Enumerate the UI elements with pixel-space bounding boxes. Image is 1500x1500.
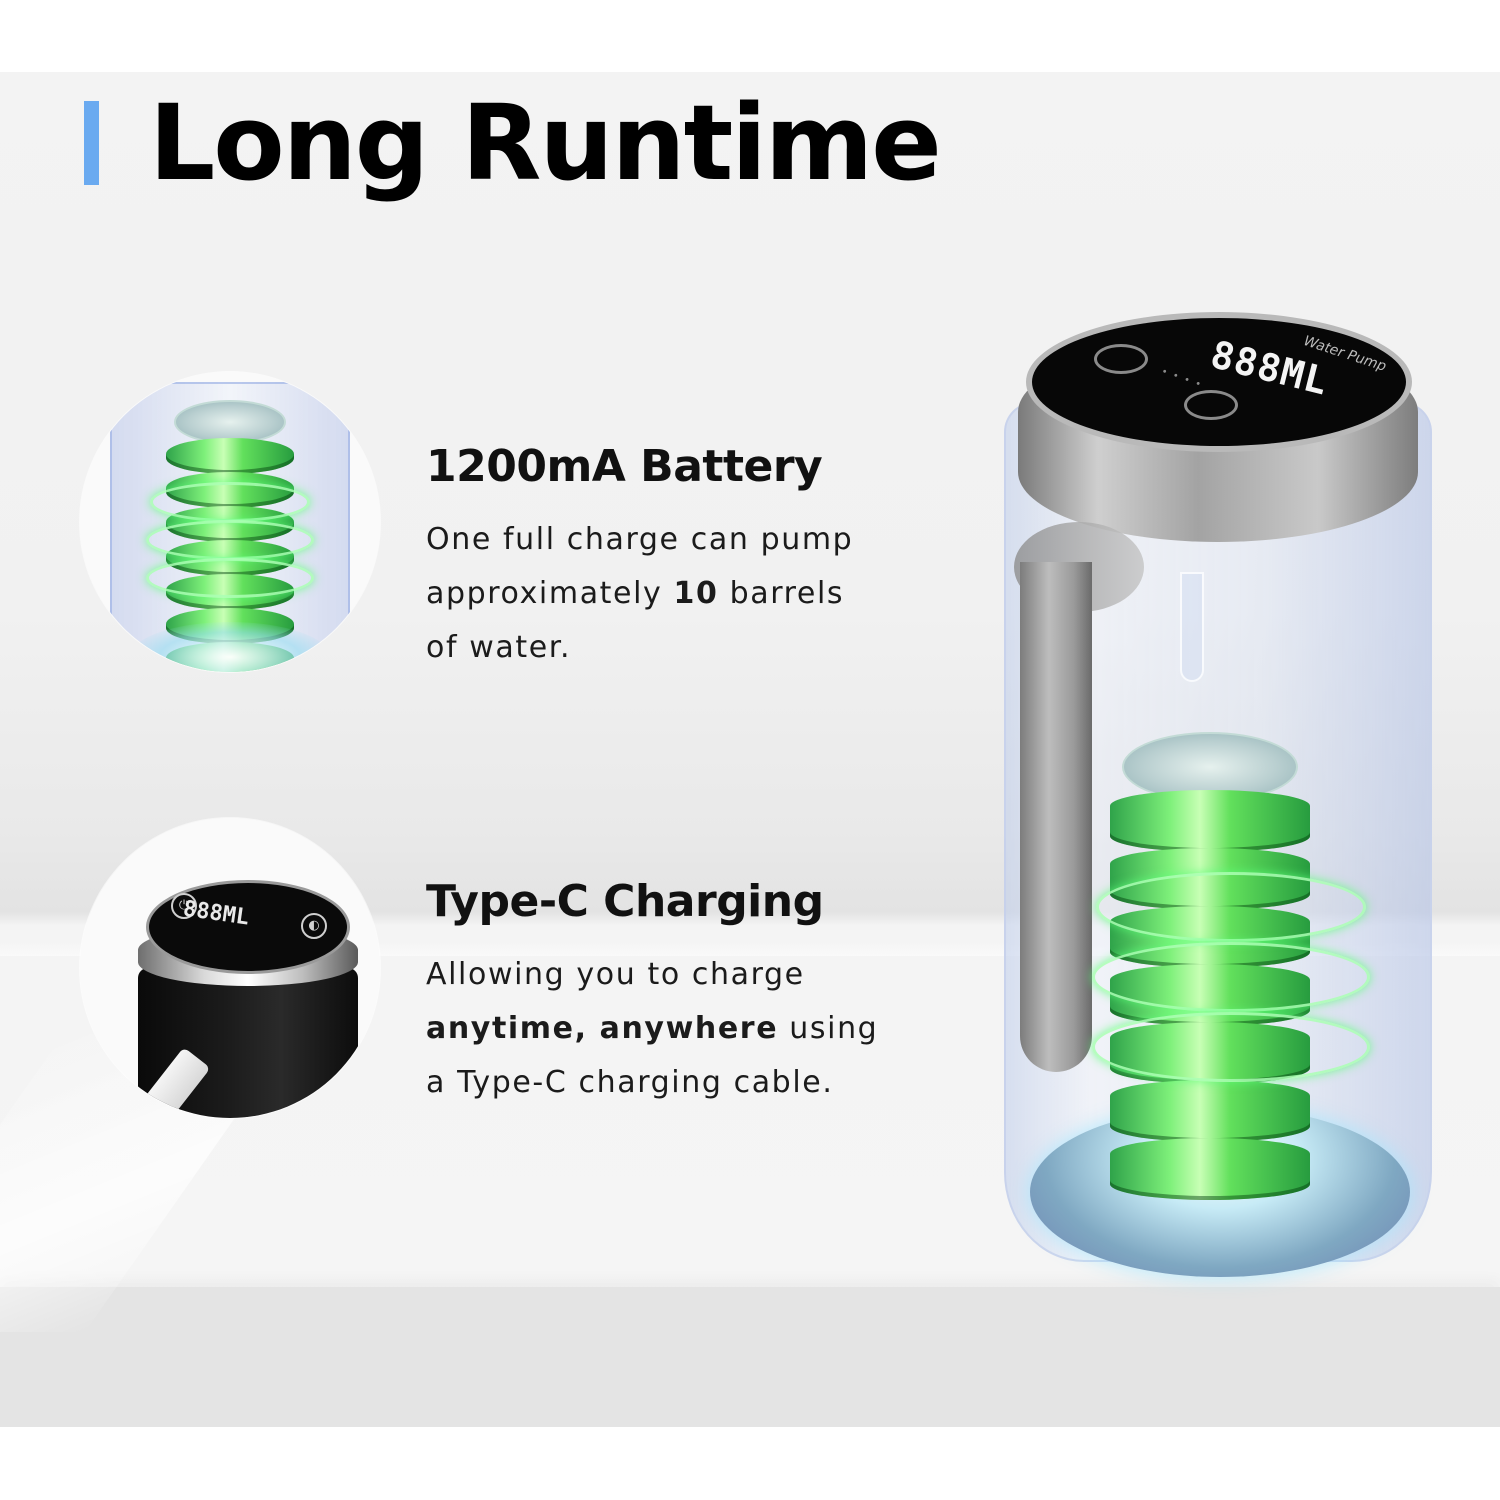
page-title-row: Long Runtime	[84, 82, 942, 204]
glow-base	[130, 622, 330, 672]
text: a Type-C charging cable.	[426, 1065, 834, 1100]
text: barrels	[718, 576, 845, 611]
display-reading: 888ML	[181, 896, 251, 931]
pump-tube	[1180, 572, 1204, 682]
charge-ring	[150, 482, 310, 522]
feature-type-c: Type-C Charging Allowing you to charge a…	[426, 880, 878, 1110]
text: Allowing you to charge	[426, 957, 805, 992]
indicator-dots: ••••	[1159, 366, 1209, 393]
description-line: of water.	[426, 621, 853, 675]
description-line: One full charge can pump	[426, 513, 853, 567]
text: using	[778, 1011, 879, 1046]
text: One full charge can pump	[426, 522, 854, 557]
charge-ring	[146, 558, 314, 598]
usb-c-charging-icon: ⏻ ◐ 888ML	[80, 818, 380, 1118]
feature-title: Type-C Charging	[426, 876, 824, 927]
water-drop-icon: ◐	[301, 913, 327, 939]
charge-ring	[1092, 942, 1370, 1012]
page-title: Long Runtime	[149, 82, 942, 204]
emphasis-text: anytime, anywhere	[426, 1011, 779, 1046]
power-button-icon	[1184, 390, 1238, 420]
charge-ring	[146, 520, 314, 560]
charge-ring	[1092, 1012, 1370, 1082]
text: approximately	[426, 576, 674, 611]
battery-cells-icon	[80, 372, 380, 672]
description-line: a Type-C charging cable.	[426, 1056, 878, 1110]
device-top-panel: ⏻ ◐ 888ML	[146, 880, 350, 974]
title-accent-bar	[84, 101, 99, 185]
emphasis-text: 10	[673, 576, 719, 611]
mode-button-icon	[1094, 344, 1148, 374]
battery-cell	[1110, 790, 1310, 852]
metal-handle	[1020, 562, 1092, 1072]
power-icon: ⏻	[171, 893, 197, 919]
feature-battery: 1200mA Battery One full charge can pump …	[426, 445, 853, 675]
description-line: anytime, anywhere using	[426, 1002, 878, 1056]
feature-description: Allowing you to charge anytime, anywhere…	[426, 948, 878, 1110]
battery-cell	[166, 438, 294, 474]
battery-cell	[1110, 1138, 1310, 1200]
table-edge	[0, 1287, 1500, 1427]
text: of water.	[426, 630, 572, 665]
charge-ring	[1096, 872, 1366, 942]
feature-description: One full charge can pump approximately 1…	[426, 513, 853, 675]
description-line: approximately 10 barrels	[426, 567, 853, 621]
background-canvas: Long Runtime 1200mA Battery One full cha…	[0, 72, 1500, 1427]
feature-title: 1200mA Battery	[426, 441, 823, 492]
water-pump-product: •••• 888ML Water Pump	[1000, 312, 1440, 1312]
description-line: Allowing you to charge	[426, 948, 878, 1002]
control-panel: •••• 888ML Water Pump	[1026, 312, 1412, 452]
battery-cell	[1110, 1080, 1310, 1142]
